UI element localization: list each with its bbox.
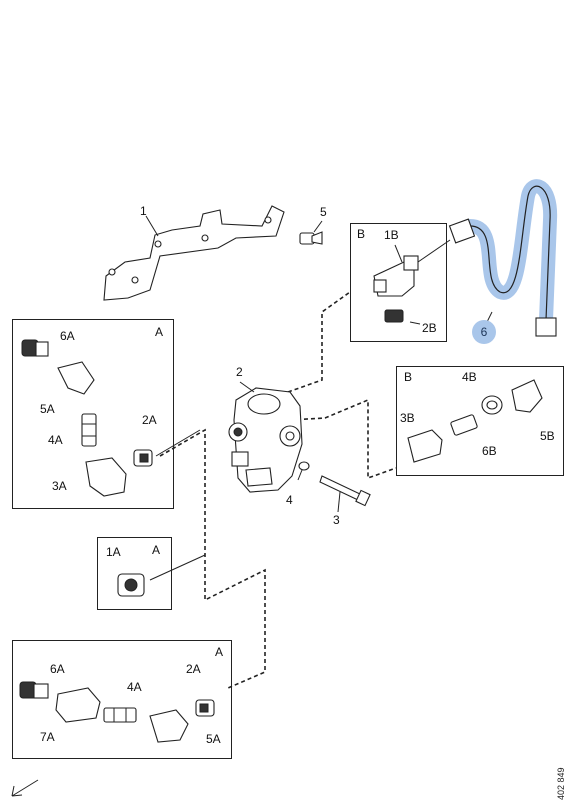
label-2a-left: 2A [142,413,157,427]
label-6a-left: 6A [60,329,75,343]
label-6a-bottom: 6A [50,662,65,676]
label-5a-left: 5A [40,402,55,416]
bolt-part-5 [299,220,323,245]
label-5b: 5B [540,429,555,443]
callout-part-1: 1 [140,204,147,218]
valve-body-part-2 [228,381,303,493]
leader-box-a-left [155,429,201,457]
fitting-2a-bottom [195,699,215,717]
bracket-part-1 [103,205,285,301]
label-4b: 4B [462,370,477,384]
fitting-2a-left [133,449,153,467]
connector-main-to-box-b-top [287,291,351,393]
washer-part-4 [297,461,310,481]
connector-main-to-box-b-right [289,398,397,480]
label-4a-bottom: 4A [127,680,142,694]
callout-part-4: 4 [286,493,293,507]
nipple-4a-bottom [103,707,137,723]
connector-box-a-left-to-main [159,428,266,689]
label-1b: 1B [384,228,399,242]
leader-1a [149,554,206,581]
label-6b: 6B [482,444,497,458]
plug-6a-left [21,339,49,357]
nipple-6b [450,414,478,436]
label-7a-bottom: 7A [40,730,55,744]
leader-box-b-top [417,239,451,263]
label-3b: 3B [400,411,415,425]
orientation-arrow-icon [11,779,39,797]
fitting-1a [117,573,145,597]
label-2a-bottom: 2A [186,662,201,676]
fitting-3b [407,429,443,463]
box-a-small-corner-label: A [152,543,161,557]
label-5a-bottom: 5A [206,732,221,746]
nipple-4a-left [81,413,97,447]
plug-2b [384,309,421,325]
plug-6a-bottom [19,681,49,699]
elbow-5b [511,379,543,413]
tee-7a-bottom [55,687,101,723]
box-a-bottom-corner-label: A [215,645,224,659]
box-b-right-corner-label: B [404,370,413,384]
box-a-left-corner-label: A [155,325,164,339]
label-2b: 2B [422,321,437,335]
label-3a-left: 3A [52,479,67,493]
bolt-part-3 [319,475,371,513]
label-4a-left: 4A [48,433,63,447]
pipe-part-6 [448,179,558,337]
elbow-5a-bottom [149,709,189,743]
detail-box-a-bottom [12,640,232,759]
tee-fitting-1b [373,244,419,297]
callout-part-2: 2 [236,365,243,379]
callout-part-5: 5 [320,205,327,219]
tee-3a-left [85,457,127,497]
box-b-top-corner-label: B [357,227,366,241]
label-1a: 1A [106,545,121,559]
callout-part-6-highlighted: 6 [472,320,496,344]
callout-part-3: 3 [333,513,340,527]
elbow-5a-left [57,361,95,395]
document-number: 402 849 [556,767,566,800]
nut-4b [481,395,503,415]
